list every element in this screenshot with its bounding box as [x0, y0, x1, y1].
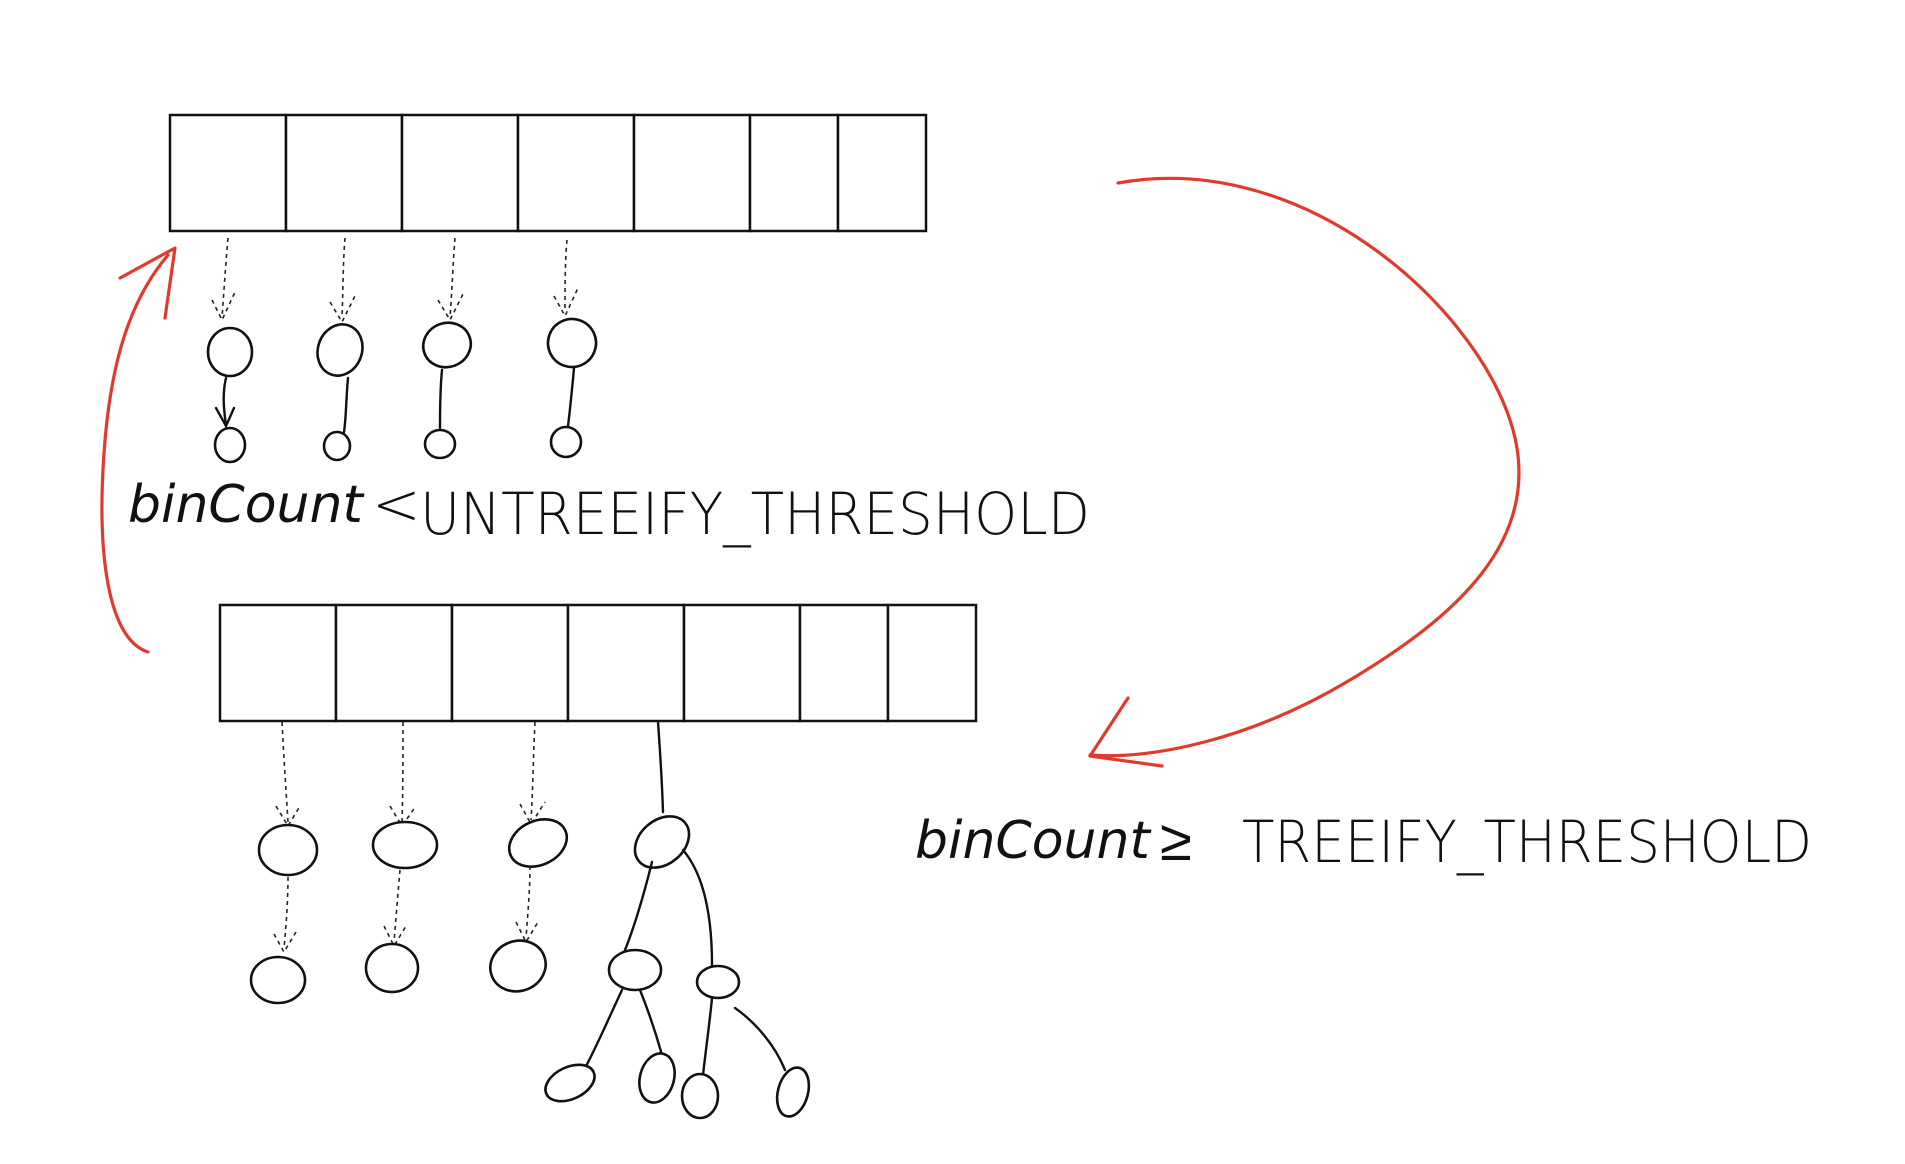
- pointer-arrow: [525, 865, 531, 939]
- list-node: [322, 430, 352, 462]
- list-node: [421, 321, 473, 369]
- list-edge: [438, 368, 444, 430]
- top-bucket-cell: [836, 113, 928, 233]
- pointer-arrow: [281, 721, 289, 823]
- bottom-bucket-array: [218, 603, 978, 723]
- tree-edge: [701, 996, 714, 1077]
- list-node: [423, 428, 457, 460]
- bincount-label: binCount: [128, 475, 364, 535]
- list-edge: [222, 376, 228, 428]
- bottom-condition-label: binCount ≥ TREEIFY_THRESHOLD: [915, 806, 1812, 876]
- tree-edge: [656, 720, 665, 814]
- untreeify-arrowhead: [118, 246, 177, 320]
- tree-leaf-node: [544, 1063, 596, 1103]
- top-bucket-cell: [400, 113, 520, 233]
- treeify-threshold-label: TREEIFY_THRESHOLD: [1242, 808, 1812, 876]
- pointer-arrow: [530, 721, 536, 821]
- treeify-arrowhead: [1088, 696, 1164, 768]
- pointer-arrowhead: [275, 805, 301, 828]
- tree-node: [607, 948, 663, 992]
- tree-root-node: [633, 815, 691, 869]
- bottom-bucket-cell: [450, 603, 570, 723]
- greater-or-equal-operator: ≥: [1160, 806, 1192, 874]
- list-edge-arrowhead: [214, 406, 236, 429]
- tree-edge: [583, 988, 624, 1070]
- red-transition-arrows: [100, 176, 1521, 768]
- top-bucket-cell: [632, 113, 752, 233]
- list-node: [364, 942, 420, 994]
- tree-leaf-node: [680, 1072, 720, 1120]
- tree-edge: [638, 988, 664, 1057]
- less-than-operator: <: [372, 470, 421, 538]
- bottom-tree-bin: [544, 720, 811, 1120]
- list-node: [316, 323, 364, 377]
- list-node: [549, 425, 583, 459]
- top-bucket-cell: [168, 113, 288, 233]
- bottom-linked-lists: [249, 721, 569, 1005]
- list-node: [489, 939, 547, 993]
- top-bucket-array: [168, 113, 928, 233]
- list-node: [507, 818, 569, 868]
- list-node: [213, 426, 247, 464]
- pointer-arrowhead: [329, 293, 357, 324]
- pointer-arrow: [449, 237, 456, 319]
- tree-edge: [733, 1006, 787, 1072]
- list-edge: [566, 366, 576, 428]
- bottom-bucket-cell: [218, 603, 338, 723]
- pointer-arrow: [221, 237, 229, 319]
- top-bucket-cell: [284, 113, 404, 233]
- pointer-arrowhead: [519, 801, 546, 826]
- top-linked-lists: [206, 237, 598, 464]
- pointer-arrowhead: [553, 287, 579, 318]
- top-bucket-cell: [748, 113, 840, 233]
- top-bucket-cell: [516, 113, 636, 233]
- top-condition-label: binCount < UNTREEIFY_THRESHOLD: [128, 470, 1090, 548]
- bottom-bucket-cell: [798, 603, 890, 723]
- untreeify-threshold-label: UNTREEIFY_THRESHOLD: [420, 480, 1090, 548]
- tree-leaf-node: [775, 1066, 811, 1118]
- pointer-arrow: [564, 239, 568, 313]
- list-edge: [342, 376, 350, 434]
- bottom-bucket-cell: [566, 603, 686, 723]
- pointer-arrow: [341, 237, 346, 319]
- bottom-bucket-cell: [334, 603, 454, 723]
- pointer-arrow: [283, 876, 289, 949]
- list-node: [371, 820, 439, 870]
- bottom-bucket-cell: [682, 603, 802, 723]
- tree-leaf-node: [638, 1052, 676, 1104]
- list-node: [546, 317, 598, 369]
- bincount-label: binCount: [915, 811, 1151, 871]
- bottom-bucket-cell: [886, 603, 978, 723]
- untreeify-arrow: [100, 253, 170, 654]
- pointer-arrow: [401, 721, 404, 823]
- tree-edge: [681, 848, 714, 967]
- list-node: [206, 326, 254, 378]
- list-node: [249, 955, 307, 1005]
- treeify-arrow: [1088, 176, 1521, 758]
- pointer-arrow: [393, 869, 401, 943]
- tree-edge: [623, 860, 654, 952]
- tree-node: [695, 964, 741, 1000]
- list-node: [257, 823, 319, 877]
